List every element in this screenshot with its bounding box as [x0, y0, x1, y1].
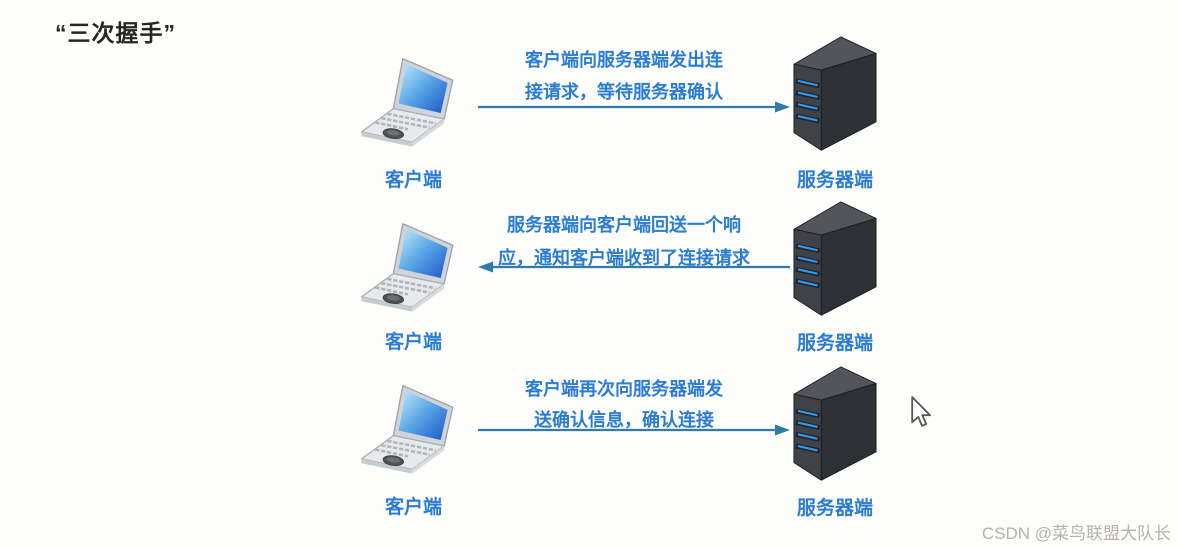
server-tower-icon	[791, 32, 879, 159]
message-line-1: 客户端再次向服务器端发	[525, 379, 723, 399]
client-label: 客户端	[384, 332, 442, 353]
client-label: 客户端	[384, 170, 442, 191]
watermark: CSDN @菜鸟联盟大队长	[981, 524, 1171, 543]
arrow-left-icon	[478, 261, 790, 273]
message-line-1: 客户端向服务器端发出连	[525, 50, 723, 70]
server-tower-icon	[791, 197, 879, 324]
client-label: 客户端	[384, 497, 442, 518]
message-line-1: 服务器端向客户端回送一个响	[507, 215, 741, 235]
message-line-2: 应，通知客户端收到了连接请求	[498, 248, 750, 268]
laptop-icon	[360, 57, 455, 148]
server-label: 服务器端	[796, 333, 873, 354]
laptop-icon	[360, 222, 455, 313]
arrow-right-icon	[478, 101, 790, 113]
mouse-cursor-icon	[911, 396, 932, 427]
server-label: 服务器端	[796, 498, 873, 519]
message-line-2: 接请求，等待服务器确认	[525, 82, 723, 102]
server-tower-icon	[791, 362, 879, 489]
page-title: “三次握手”	[55, 20, 176, 46]
arrow-right-icon	[478, 424, 790, 436]
laptop-icon	[360, 384, 455, 475]
message-line-2: 送确认信息，确认连接	[534, 410, 714, 430]
server-label: 服务器端	[796, 170, 873, 191]
